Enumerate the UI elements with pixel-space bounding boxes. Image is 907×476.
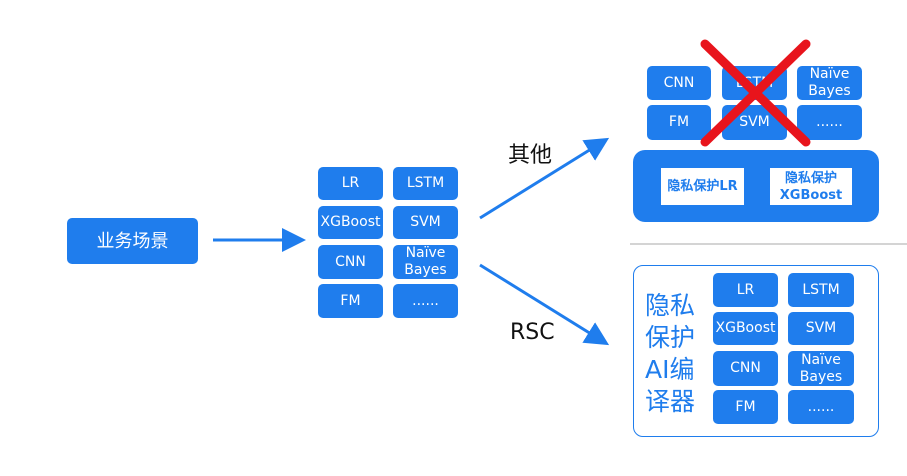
model-xgboost: XGBoost [318,206,383,239]
top-model-cnn: CNN [647,66,711,100]
scenario-box: 业务场景 [67,218,198,264]
top-model-fm: FM [647,105,711,140]
model-more: ...... [393,284,458,318]
bottom-model-svm: SVM [788,312,854,345]
top-model-svm: SVM [722,105,787,140]
model-lr: LR [318,167,383,200]
compiler-label: 隐私保护AI编译器 [645,291,696,416]
bottom-model-cnn: CNN [713,351,778,386]
top-model-naive-bayes: Naïve Bayes [797,66,862,100]
top-model-more: ...... [797,105,862,140]
bottom-model-fm: FM [713,390,778,424]
bottom-model-xgboost: XGBoost [713,312,778,345]
bottom-model-lr: LR [713,273,778,307]
private-xgboost: 隐私保护 XGBoost [770,168,852,205]
bottom-model-naive-bayes: Naïve Bayes [788,351,854,386]
model-lstm: LSTM [393,167,458,200]
private-lr: 隐私保护LR [661,168,744,205]
model-naive-bayes: Naïve Bayes [393,245,458,279]
arrow-rsc [479,263,610,346]
model-svm: SVM [393,206,458,239]
model-cnn: CNN [318,245,383,279]
arrow-other [479,137,610,220]
compiler-container [633,265,879,437]
label-other: 其他 [508,143,553,168]
label-rsc: RSC [510,320,555,345]
model-fm: FM [318,284,383,318]
bottom-model-lstm: LSTM [788,273,854,307]
bottom-model-more: ...... [788,390,854,424]
